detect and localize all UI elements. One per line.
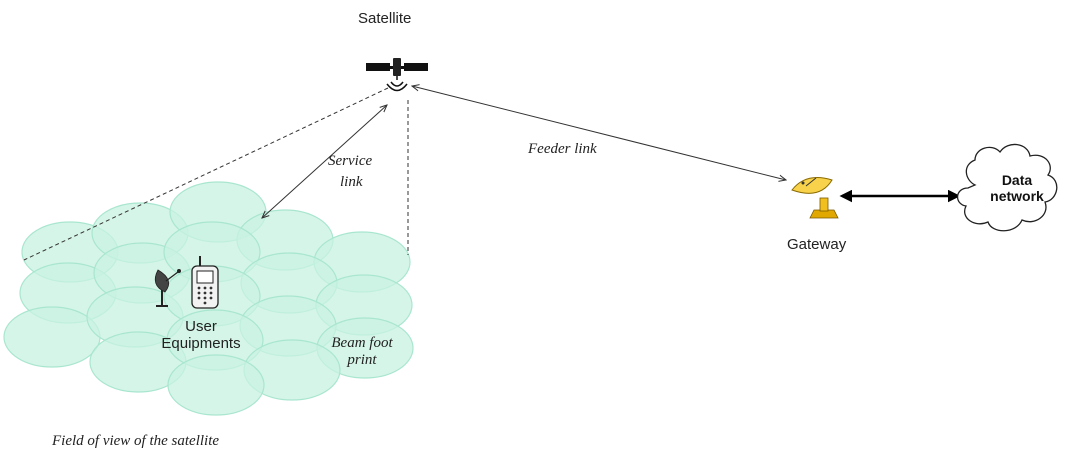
user-equipment-label: User Equipments: [161, 318, 241, 352]
data-network-label-line2: network: [990, 188, 1044, 204]
user-equipment-label-line2: Equipments: [161, 335, 241, 352]
beam-footprint: [167, 354, 265, 416]
beam-footprint-label-line2: print: [347, 352, 377, 368]
user-dish-icon: [154, 269, 181, 307]
beam-footprints: [3, 181, 414, 416]
feeder-link-arrow: [412, 86, 786, 180]
service-link-label-line2: link: [340, 174, 363, 190]
cloud-icon: [956, 143, 1058, 232]
feeder-link-label: Feeder link: [528, 141, 597, 157]
beam-footprint-label-line1: Beam foot: [331, 335, 393, 351]
data-network-label-line1: Data: [1001, 172, 1033, 188]
data-network-label: Data network: [982, 172, 1052, 204]
user-equipment-label-line1: User: [185, 318, 217, 335]
satellite-icon: [366, 58, 428, 92]
service-link-arrow: [262, 105, 387, 218]
gateway-dish-icon: [791, 177, 839, 219]
satellite-label: Satellite: [358, 10, 412, 27]
handset-icon: [191, 256, 219, 309]
service-link-label-line1: Service: [328, 153, 373, 169]
field-of-view-label: Field of view of the satellite: [52, 433, 220, 449]
beam-footprint-label: Beam foot print: [330, 335, 394, 369]
beam-footprint: [3, 306, 101, 368]
gateway-label: Gateway: [787, 236, 847, 253]
